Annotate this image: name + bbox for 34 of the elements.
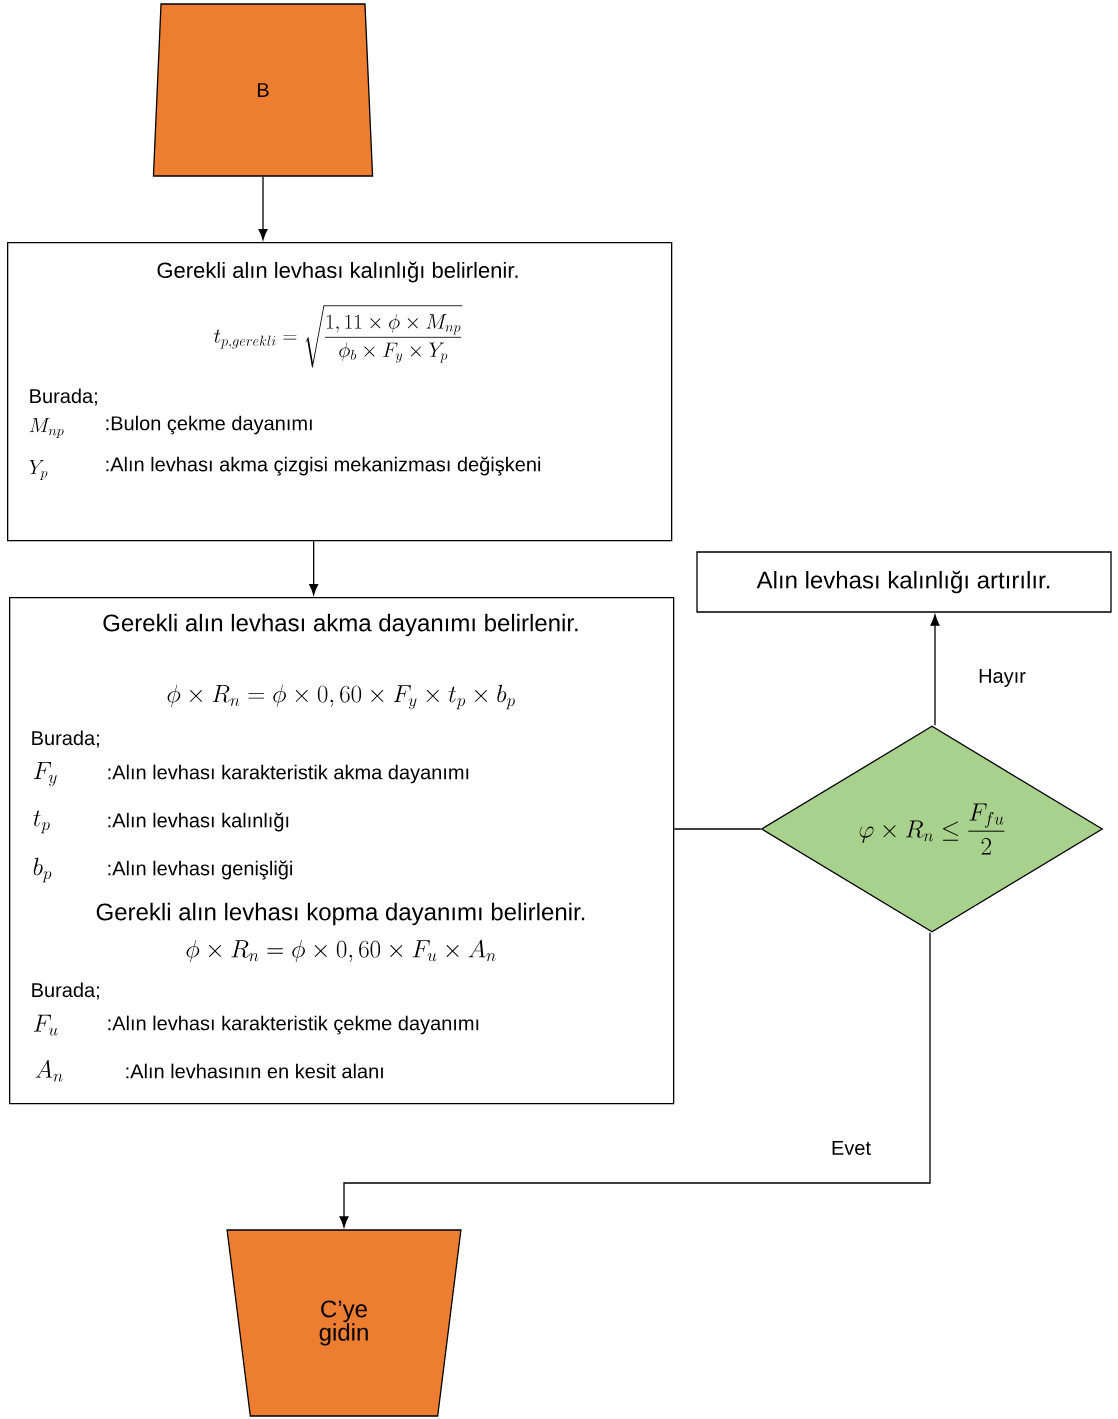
definition-text: :Alın levhası genişliği [108,860,292,880]
formula: $\phi\times R_n = \phi\times 0,60\times F_y\times t_p\times b_p$ [167,684,515,710]
body-text: Burada; [32,730,99,748]
box-heading: Gerekli alın levhası kopma dayanımı belirlenir. [96,902,585,926]
symbol: $F_y$ [33,762,57,787]
process-box [9,597,675,1105]
definition-text: :Alın levhası akma çizgisi mekanizması değişkeni [106,456,541,476]
definition-text: :Alın levhasının en kesit alanı [126,1063,383,1079]
symbol: $F_u$ [33,1014,58,1036]
process-box [7,242,673,542]
arrow [258,176,268,241]
body-text: Burada; [30,388,97,406]
box-heading: Gerekli alın levhası kalınlığı belirlenir. [157,261,518,283]
definition-text: :Alın levhası kalınlığı [108,812,289,832]
terminal-trapezoid: B [152,3,374,177]
formula: $t_{p,gerekli} = \sqrt{\frac{1,11\times\phi\times M_{np}}{\phi_b\times F_y\times Y_p}}$ [214,305,463,368]
formula: $\phi\times R_n = \phi\times 0,60\times F_u\times A_n$ [186,939,496,963]
edge-label: Hayır [976,667,1028,689]
symbol: $M_{np}$ [29,418,64,439]
box-heading: Gerekli alın levhası akma dayanımı belirlenir. [103,613,578,637]
arrow [930,614,940,726]
arrow [339,932,931,1228]
symbol: $A_n$ [35,1059,63,1082]
symbol: $b_p$ [33,857,52,883]
definition-text: :Bulon çekme dayanımı [106,415,312,435]
process-box: Alın levhası kalınlığı artırılır. [696,551,1112,613]
body-text: Burada; [32,982,99,1000]
terminal-trapezoid: C’ye gidin [226,1229,462,1417]
edge-label: Evet [829,1139,873,1157]
arrow [309,540,319,596]
definition-text: :Alın levhası karakteristik akma dayanımı [108,764,469,784]
symbol: $t_p$ [33,810,50,834]
definition-text: :Alın levhası karakteristik çekme dayanımı [108,1015,479,1035]
symbol: $Y_p$ [29,460,48,481]
